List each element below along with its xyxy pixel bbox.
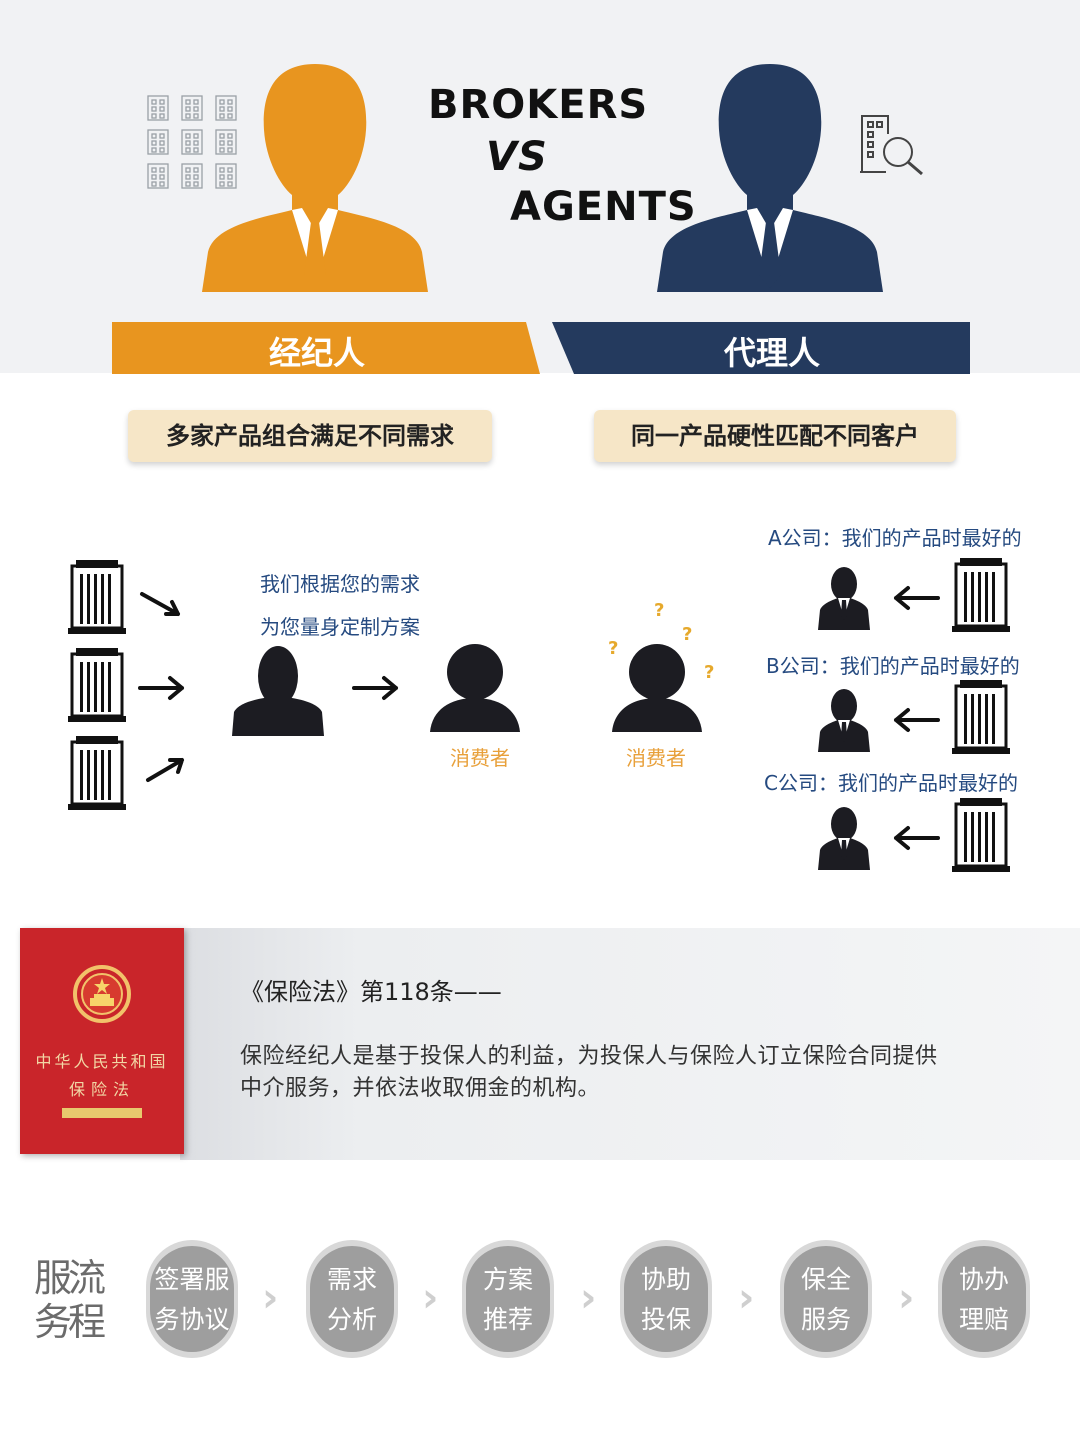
step-label: 方案 <box>482 1265 533 1294</box>
law-body-line1: 保险经纪人是基于投保人的利益，为投保人与保险人订立保险合同提供 <box>240 1044 938 1069</box>
process-step-needs-analysis: 需求 分析 <box>306 1240 398 1358</box>
agent-person-icon <box>818 807 870 870</box>
step-label: 需求 <box>326 1265 377 1294</box>
book-title-line2: 保险法 <box>68 1080 135 1099</box>
step-label: 投保 <box>640 1305 691 1334</box>
company-c-claim: C公司：我们的产品时最好的 <box>764 771 1018 795</box>
chevron-right-icon: › <box>738 1275 755 1321</box>
book-title-line1: 中华人民共和国 <box>35 1052 169 1071</box>
broker-message-line1: 我们根据您的需求 <box>260 572 420 596</box>
company-building-icon <box>950 678 1012 756</box>
national-emblem-icon <box>73 965 131 1023</box>
process-title-col2: 流程 <box>68 1256 107 1344</box>
question-mark-icon: ? <box>682 624 693 645</box>
agents-title: AGENTS <box>510 184 697 230</box>
agent-person-icon <box>818 567 870 630</box>
consumer-icon <box>612 644 702 732</box>
arrow-icon <box>894 586 940 610</box>
step-label: 务协议 <box>154 1305 230 1334</box>
company-a-claim: A公司：我们的产品时最好的 <box>768 526 1022 550</box>
company-b-claim: B公司：我们的产品时最好的 <box>766 654 1020 678</box>
agent-ribbon-label: 代理人 <box>723 334 820 372</box>
law-section-band <box>180 928 1080 1160</box>
top-banner <box>0 0 1080 373</box>
agent-tag: 同一产品硬性匹配不同客户 <box>594 410 956 462</box>
law-body-line2: 中介服务，并依法收取佣金的机构。 <box>240 1076 601 1101</box>
company-building-icon <box>66 558 128 636</box>
arrow-icon <box>140 592 180 616</box>
step-label: 签署服 <box>154 1265 230 1294</box>
agent-ribbon <box>552 322 970 374</box>
agent-ribbon-label-wrap: 代理人 <box>572 322 972 374</box>
company-building-icon <box>950 556 1012 634</box>
question-mark-icon: ? <box>608 638 619 659</box>
step-label: 协助 <box>640 1265 691 1294</box>
law-article-title: 《保险法》第118条—— <box>240 978 502 1006</box>
insurance-law-book: 中华人民共和国 保险法 <box>20 928 184 1154</box>
process-title-col1: 服务 <box>34 1256 73 1344</box>
process-step-sign-agreement: 签署服 务协议 <box>146 1240 238 1358</box>
building-search-icon <box>860 115 923 176</box>
broker-ribbon <box>112 322 540 374</box>
step-label: 理赔 <box>958 1305 1009 1334</box>
company-building-icon <box>66 734 128 812</box>
broker-silhouette-icon <box>202 64 428 292</box>
company-building-icon <box>950 796 1012 874</box>
chevron-right-icon: › <box>580 1275 597 1321</box>
vs-title: VS <box>486 134 548 180</box>
broker-person-icon <box>232 646 324 736</box>
chevron-right-icon: › <box>262 1275 279 1321</box>
process-step-claims-assist: 协办 理赔 <box>938 1240 1030 1358</box>
office-buildings-icon <box>147 95 237 189</box>
step-label: 保全 <box>800 1265 851 1294</box>
consumer-icon <box>430 644 520 732</box>
broker-message-line2: 为您量身定制方案 <box>260 615 420 639</box>
step-label: 推荐 <box>482 1305 533 1334</box>
chevron-right-icon: › <box>422 1275 439 1321</box>
chevron-right-icon: › <box>898 1275 915 1321</box>
process-step-plan-recommend: 方案 推荐 <box>462 1240 554 1358</box>
arrow-icon <box>894 826 940 850</box>
step-label: 服务 <box>800 1305 851 1334</box>
comparison-diagram <box>66 556 1012 874</box>
broker-ribbon-label-wrap: 经纪人 <box>112 322 522 374</box>
consumer-label-left: 消费者 <box>450 746 510 770</box>
question-mark-icon: ? <box>704 662 715 683</box>
broker-ribbon-label: 经纪人 <box>268 334 365 372</box>
question-mark-icon: ? <box>654 600 665 621</box>
arrow-icon <box>146 758 184 782</box>
arrow-icon <box>352 676 398 700</box>
consumer-label-right: 消费者 <box>626 746 686 770</box>
step-label: 分析 <box>326 1305 377 1334</box>
agent-person-icon <box>818 689 870 752</box>
process-step-policy-service: 保全 服务 <box>780 1240 872 1358</box>
arrow-icon <box>894 708 940 732</box>
arrow-icon <box>138 676 184 700</box>
step-label: 协办 <box>958 1265 1009 1294</box>
process-step-assist-purchase: 协助 投保 <box>620 1240 712 1358</box>
agent-silhouette-icon <box>657 64 883 292</box>
broker-tag: 多家产品组合满足不同需求 <box>128 410 492 462</box>
book-band <box>62 1108 142 1118</box>
brokers-title: BROKERS <box>428 82 649 128</box>
company-building-icon <box>66 646 128 724</box>
